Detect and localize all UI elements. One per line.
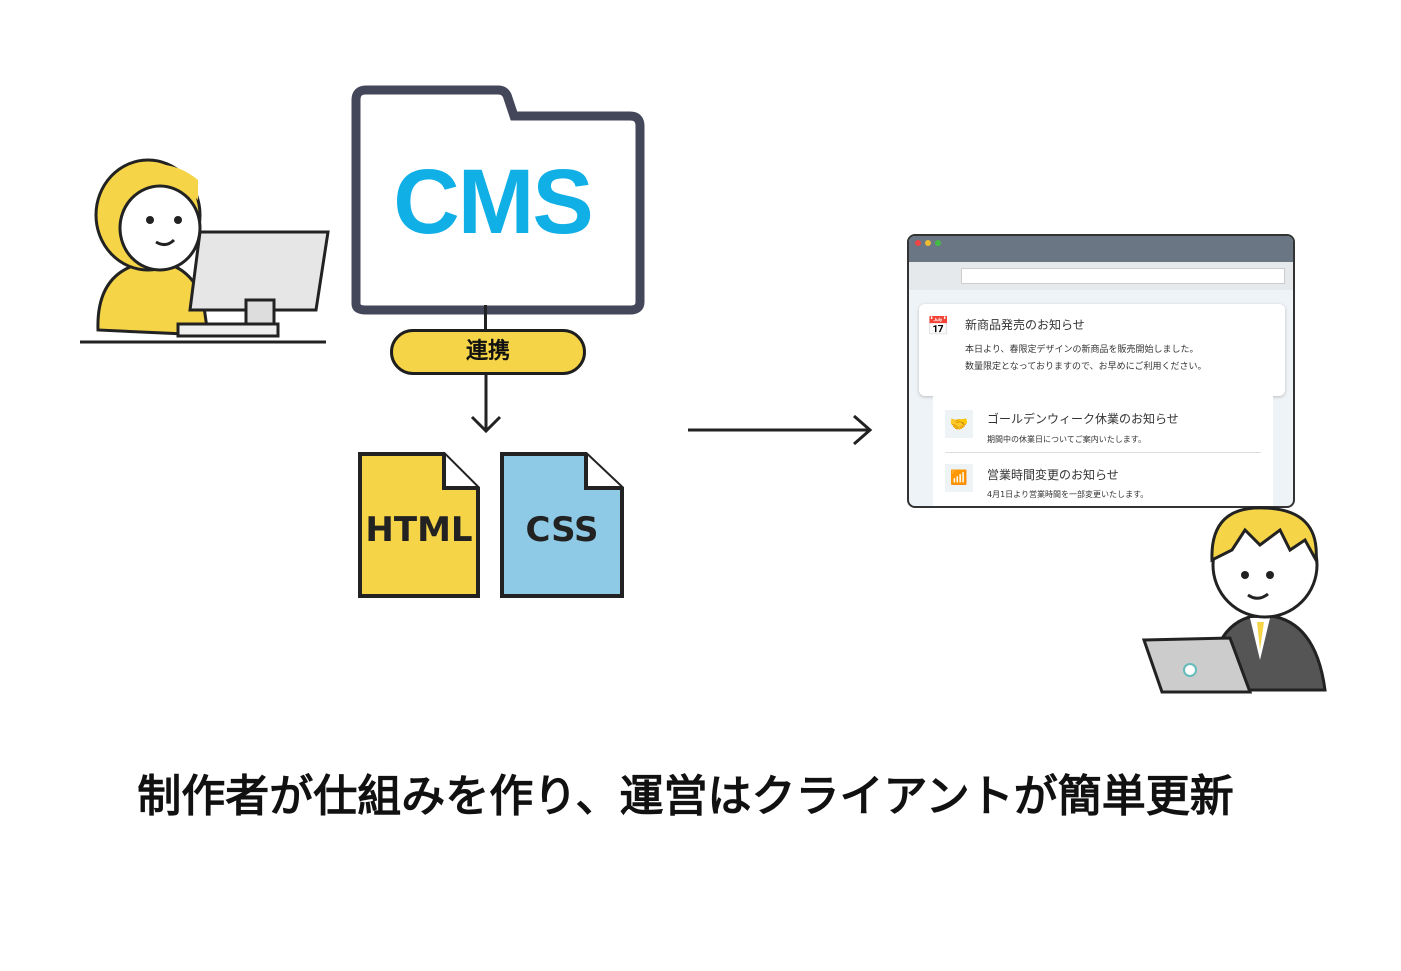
divider — [945, 452, 1261, 453]
css-label: CSS — [525, 510, 599, 550]
link-badge: 連携 — [390, 329, 586, 375]
news-desc: 4月1日より営業時間を一部変更いたします。 — [987, 490, 1149, 499]
arrow-right-icon — [688, 414, 873, 446]
news-line: 数量限定となっておりますので、お早めにご利用ください。 — [965, 362, 1207, 372]
connector-line — [484, 305, 487, 331]
address-bar[interactable] — [961, 268, 1285, 284]
html-label: HTML — [365, 510, 473, 550]
news-title[interactable]: ゴールデンウィーク休業のお知らせ — [987, 412, 1179, 426]
cms-title: CMS — [393, 151, 593, 253]
news-title[interactable]: 営業時間変更のお知らせ — [987, 468, 1119, 482]
news-desc: 期間中の休業日についてご案内いたします。 — [987, 435, 1146, 444]
arrow-down-icon — [470, 375, 502, 434]
calendar-icon: 📅 — [927, 316, 950, 337]
bar-chart-icon: 📶 — [945, 464, 973, 492]
cms-folder-icon — [351, 85, 645, 315]
featured-news-card[interactable]: 📅 新商品発売のお知らせ 本日より、春限定デザインの新商品を販売開始しました。 … — [919, 304, 1285, 396]
client-illustration — [1141, 506, 1327, 694]
browser-window: 📅 新商品発売のお知らせ 本日より、春限定デザインの新商品を販売開始しました。 … — [907, 234, 1295, 508]
file-icons — [358, 452, 624, 598]
creator-illustration — [80, 158, 330, 344]
handshake-icon: 🤝 — [945, 410, 973, 438]
news-line: 本日より、春限定デザインの新商品を販売開始しました。 — [965, 345, 1199, 355]
caption: 制作者が仕組みを作り、運営はクライアントが簡単更新 — [137, 771, 1234, 822]
news-title: 新商品発売のお知らせ — [965, 318, 1085, 332]
